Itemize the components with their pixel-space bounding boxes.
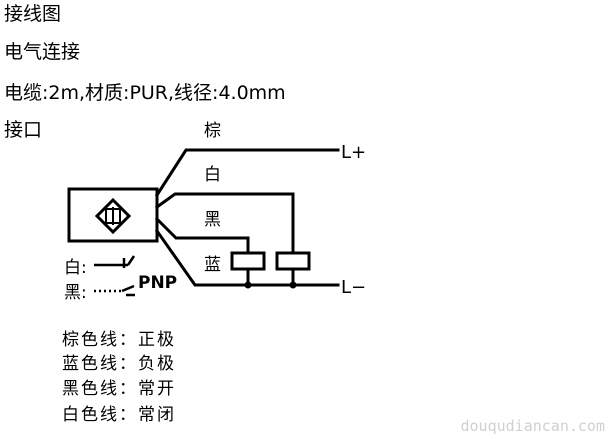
interface-label: 接口 xyxy=(4,119,43,141)
brown-wire xyxy=(154,148,340,198)
nc-switch-icon xyxy=(94,255,136,268)
terminal-minus: L− xyxy=(341,277,366,298)
load-white xyxy=(275,251,311,271)
load-black xyxy=(230,251,266,271)
sensor-symbol-icon xyxy=(94,197,132,235)
black-wire xyxy=(154,216,250,255)
no-switch-icon xyxy=(94,284,135,297)
watermark: douqudiancan.com xyxy=(460,417,606,435)
terminal-plus: L+ xyxy=(341,142,366,163)
output-white-label: 白: xyxy=(64,258,87,278)
output-type-pnp: PNP xyxy=(138,273,177,293)
junction-dot xyxy=(244,281,252,289)
legend-black: 黑色线：常开 xyxy=(62,379,176,399)
legend-brown: 棕色线：正极 xyxy=(62,330,176,350)
junction-dot xyxy=(289,281,297,289)
wire-lines xyxy=(154,148,340,287)
wire-label-white: 白 xyxy=(204,165,221,185)
wire-label-black: 黑 xyxy=(204,210,221,230)
cable-spec: 电缆:2m,材质:PUR,线径:4.0mm xyxy=(4,82,286,104)
section-title: 电气连接 xyxy=(4,41,81,63)
sensor-body xyxy=(67,187,159,243)
load-blocks xyxy=(230,251,311,285)
wire-label-blue: 蓝 xyxy=(204,255,221,275)
page-heading: 接线图 xyxy=(4,3,62,25)
wire-label-brown: 棕 xyxy=(204,121,221,141)
legend-white: 白色线：常闭 xyxy=(62,405,176,425)
white-wire xyxy=(154,192,295,255)
output-black-label: 黑: xyxy=(64,283,87,303)
legend-blue: 蓝色线：负极 xyxy=(62,354,176,374)
